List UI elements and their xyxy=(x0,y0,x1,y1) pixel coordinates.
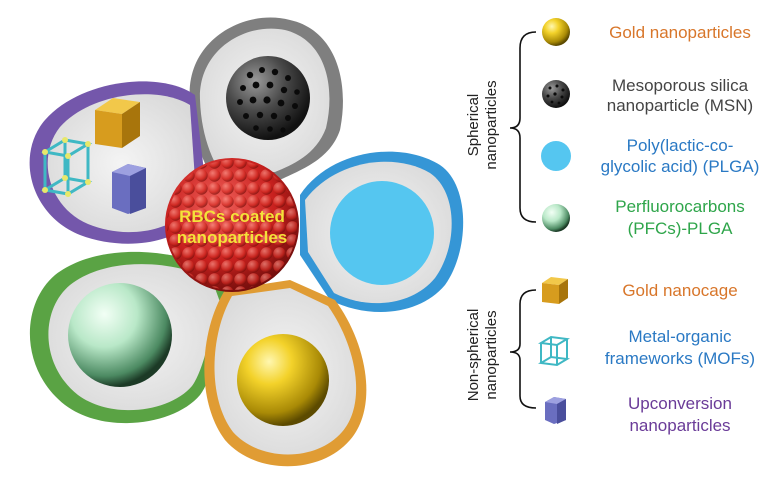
pfc-sphere-icon xyxy=(68,283,172,387)
legend-msn-sphere-icon xyxy=(542,80,570,108)
legend-ucnp-label-line1: Upconversion xyxy=(628,394,732,413)
legend-mof-label-line1: Metal-organic xyxy=(629,327,732,346)
bracket-spherical xyxy=(509,31,537,223)
legend-gold-cube-icon xyxy=(542,277,568,304)
center-label-line1: RBCs coated xyxy=(179,207,285,226)
legend-plga-label-line2: glycolic acid) (PLGA) xyxy=(601,157,760,176)
group-label-non-spherical-line1: Non-spherical xyxy=(465,309,482,402)
gold-cube-icon xyxy=(95,98,140,148)
group-label-non-spherical-line2: nanoparticles xyxy=(483,310,500,399)
mof-cage-icon xyxy=(40,137,93,197)
legend-plga-sphere-icon xyxy=(541,141,571,171)
legend-msn-label-line1: Mesoporous silica xyxy=(612,76,749,95)
legend-pfc-label-line1: Perfluorocarbons xyxy=(615,197,744,216)
petal-non-spherical xyxy=(29,81,205,244)
group-label-spherical-line1: Spherical xyxy=(465,94,482,157)
legend-plga-label-line1: Poly(lactic-co- xyxy=(627,136,734,155)
center-label-line2: nanoparticles xyxy=(177,228,288,247)
legend-mof-label-line2: frameworks (MOFs) xyxy=(605,349,755,368)
gold-sphere-icon xyxy=(237,334,329,426)
rbc-core xyxy=(165,158,299,292)
legend-gold-np-label: Gold nanoparticles xyxy=(609,23,751,42)
plga-sphere-icon xyxy=(330,181,434,285)
legend-pfc-label-line2: (PFCs)-PLGA xyxy=(628,219,734,238)
legend-gold-cage-label: Gold nanocage xyxy=(622,281,737,300)
hexagonal-prism-icon xyxy=(112,164,146,214)
legend-hexagonal-prism-icon xyxy=(545,397,566,424)
msn-sphere-icon xyxy=(226,56,310,140)
legend-pfc-sphere-icon xyxy=(542,204,570,232)
group-label-spherical-line2: nanoparticles xyxy=(483,80,500,169)
legend-mof-cage-icon xyxy=(538,335,570,367)
bracket-non-spherical xyxy=(509,289,537,409)
legend-ucnp-label-line2: nanoparticles xyxy=(629,416,730,435)
legend-msn-label-line2: nanoparticle (MSN) xyxy=(607,96,753,115)
legend-gold-sphere-icon xyxy=(542,18,570,46)
